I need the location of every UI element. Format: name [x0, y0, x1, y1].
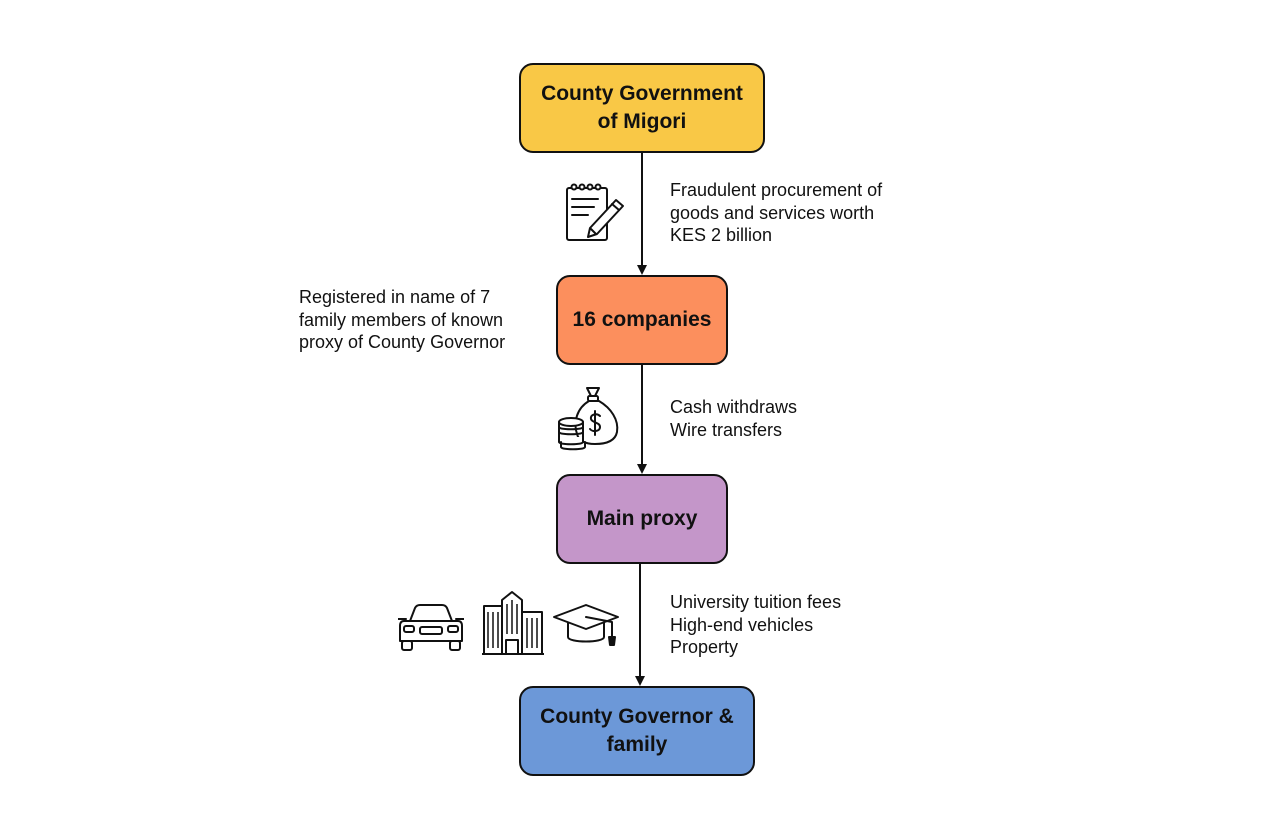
contract-signing-icon [566, 183, 624, 241]
node-governor-family-label: County Governor & family [540, 705, 734, 756]
graduation-cap-icon [553, 604, 619, 646]
edge-label-cash: Cash withdraws Wire transfers [670, 397, 798, 440]
node-county-government: County Government of Migori [519, 63, 765, 153]
node-main-proxy: Main proxy [556, 474, 728, 564]
annotation-companies-note: Registered in name of 7 family members o… [299, 287, 506, 352]
car-icon [398, 604, 464, 651]
edge-label-procurement: Fraudulent procurement of goods and serv… [670, 180, 883, 245]
node-companies-label: 16 companies [572, 308, 712, 331]
node-main-proxy-label: Main proxy [586, 507, 698, 530]
money-bag-coins-icon [558, 387, 619, 451]
node-county-government-label: County Government of Migori [541, 82, 743, 133]
buildings-icon [482, 591, 544, 655]
edge-label-spending: University tuition fees High-end vehicle… [670, 592, 842, 657]
node-companies: 16 companies [556, 275, 728, 365]
node-governor-family: County Governor & family [519, 686, 755, 776]
